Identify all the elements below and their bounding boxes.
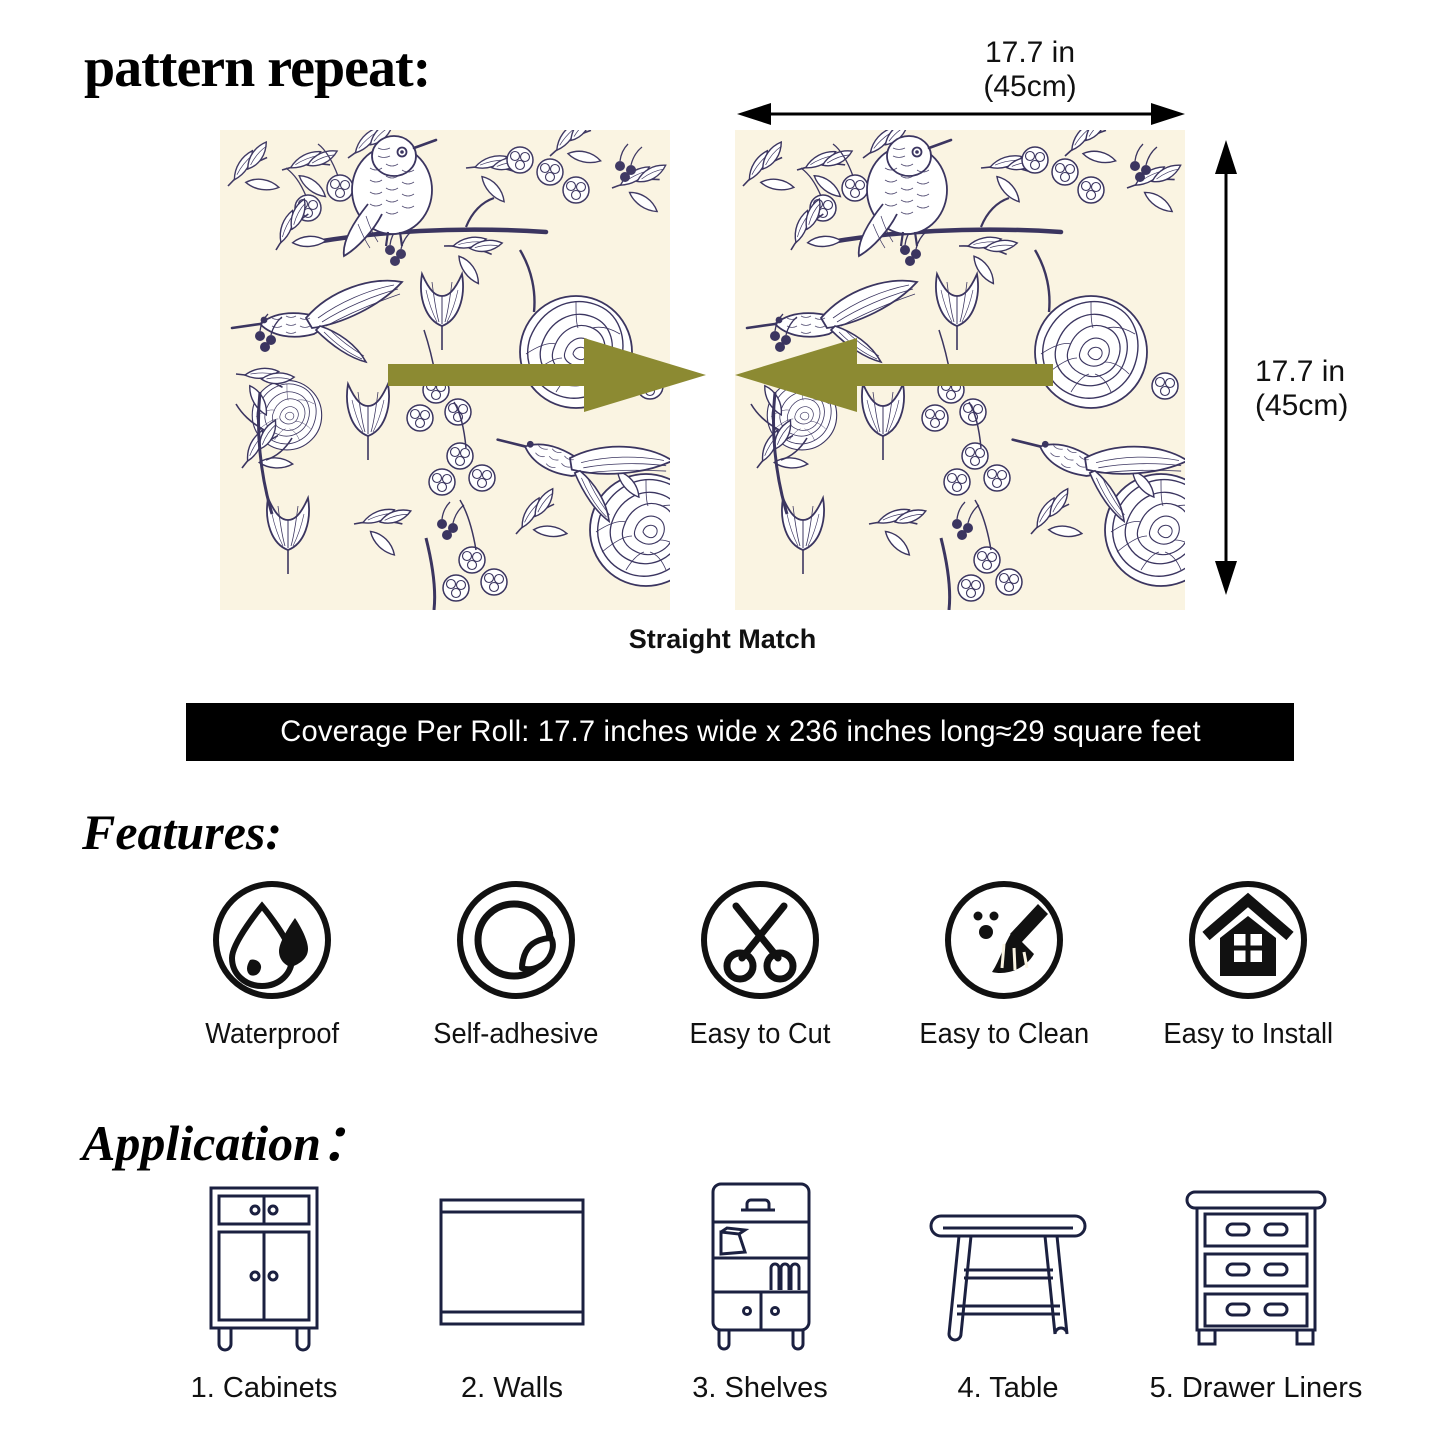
application-drawer-liners: 5. Drawer Liners [1132, 1178, 1380, 1405]
application-walls: 2. Walls [388, 1178, 636, 1405]
water-drop-icon [213, 881, 331, 999]
application-table: 4. Table [884, 1178, 1132, 1405]
feature-self-adhesive: Self-adhesive [394, 878, 638, 1051]
height-dimension-cm: (45cm) [1255, 388, 1349, 422]
dresser-icon [1185, 1190, 1327, 1346]
feature-waterproof: Waterproof [150, 878, 394, 1051]
wallpaper-swatch-right [735, 130, 1185, 610]
wall-icon [439, 1198, 585, 1326]
width-dimension-inches: 17.7 in [984, 36, 1076, 69]
height-dimension-label: 17.7 in (45cm) [1255, 355, 1348, 423]
width-dimension-cm: (45cm) [983, 69, 1077, 103]
width-dimension-arrow-icon [737, 103, 1185, 125]
features-list: Waterproof Self-adhesive Easy to Cut [150, 878, 1370, 1051]
feature-easy-to-install: Easy to Install [1126, 878, 1370, 1051]
feature-label: Self-adhesive [433, 1018, 599, 1050]
scissors-icon [701, 881, 819, 999]
feature-easy-to-clean: Easy to Clean [882, 878, 1126, 1051]
cabinet-icon [209, 1186, 319, 1352]
application-shelves: 3. Shelves [636, 1178, 884, 1405]
application-label: 2. Walls [460, 1372, 564, 1404]
height-dimension-inches: 17.7 in [1255, 355, 1346, 388]
wallpaper-swatch-left [220, 130, 670, 610]
feature-easy-to-cut: Easy to Cut [638, 878, 882, 1051]
applications-list: 1. Cabinets 2. Walls [140, 1178, 1380, 1405]
width-dimension-label: 17.7 in (45cm) [880, 36, 1180, 104]
application-heading: Application： [82, 1115, 371, 1171]
application-label: 5. Drawer Liners [1149, 1372, 1363, 1404]
house-icon [1189, 881, 1307, 999]
features-heading: Features: [82, 804, 282, 860]
shelf-icon [711, 1182, 811, 1351]
application-cabinets: 1. Cabinets [140, 1178, 388, 1405]
wallpaper-pattern-art [220, 130, 670, 610]
page-title: pattern repeat: [84, 37, 431, 99]
coverage-text: Coverage Per Roll: 17.7 inches wide x 23… [279, 715, 1201, 748]
application-label: 4. Table [957, 1372, 1059, 1404]
feature-label: Waterproof [205, 1018, 339, 1050]
match-type-label: Straight Match [628, 624, 817, 654]
wallpaper-pattern-art [735, 130, 1185, 610]
height-dimension-arrow-icon [1215, 140, 1237, 595]
peel-sticker-icon [457, 881, 575, 999]
feature-label: Easy to Clean [919, 1018, 1089, 1050]
table-icon [929, 1214, 1087, 1342]
application-label: 1. Cabinets [190, 1372, 338, 1404]
application-label: 3. Shelves [692, 1372, 828, 1404]
feature-label: Easy to Install [1163, 1018, 1333, 1050]
coverage-banner: Coverage Per Roll: 17.7 inches wide x 23… [186, 703, 1294, 761]
feature-label: Easy to Cut [689, 1018, 831, 1050]
broom-icon [945, 881, 1063, 999]
